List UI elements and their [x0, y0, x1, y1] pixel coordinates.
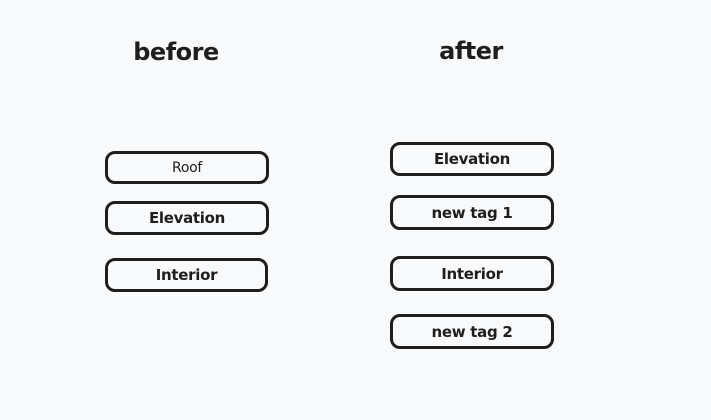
tag-label: new tag 1	[431, 203, 513, 222]
tag-label: new tag 2	[431, 322, 513, 341]
tag-label: Elevation	[433, 150, 511, 168]
tag-label: Roof	[172, 159, 202, 176]
after-tag-interior: Interior	[390, 256, 554, 291]
after-heading: after	[439, 37, 503, 65]
before-heading: before	[133, 38, 219, 66]
after-tag-new-tag-1: new tag 1	[390, 195, 554, 230]
after-tag-elevation: Elevation	[390, 142, 554, 176]
before-tag-elevation: Elevation	[105, 201, 269, 235]
tag-label: Interior	[441, 264, 503, 283]
before-tag-interior: Interior	[105, 258, 268, 292]
after-tag-new-tag-2: new tag 2	[390, 314, 554, 349]
before-tag-roof: Roof	[105, 151, 269, 184]
tag-label: Elevation	[148, 209, 226, 227]
tag-label: Interior	[155, 266, 218, 284]
